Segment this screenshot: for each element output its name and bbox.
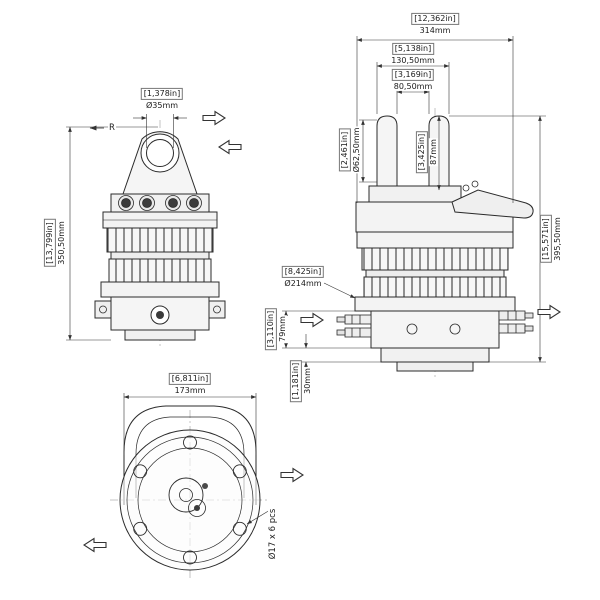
manifold-block	[370, 310, 500, 349]
fork-prong	[376, 115, 398, 190]
bolt-heads	[118, 195, 202, 211]
lever-handle	[451, 189, 534, 219]
direction-arrow-icon	[300, 312, 325, 328]
shackle-outline	[123, 405, 257, 505]
direction-arrow-icon	[537, 304, 562, 320]
direction-arrow-icon	[202, 110, 227, 126]
ribbed-band	[361, 247, 509, 271]
direction-arrow-icon	[280, 467, 305, 483]
lower-flange	[354, 296, 516, 312]
bottom-view	[110, 405, 270, 578]
hydraulic-fitting	[336, 314, 372, 338]
direction-arrow-icon	[217, 139, 242, 155]
ribbed-band	[363, 276, 507, 298]
front-view	[94, 120, 226, 346]
bolt-holes	[133, 435, 247, 565]
side-view	[336, 108, 534, 378]
direction-arrow-icon	[82, 537, 107, 553]
bottom-dimensions	[123, 393, 271, 525]
ribbed-band	[106, 227, 214, 253]
hydraulic-fitting	[498, 310, 534, 334]
mounting-hole	[146, 139, 174, 167]
ribbed-band	[108, 258, 212, 283]
